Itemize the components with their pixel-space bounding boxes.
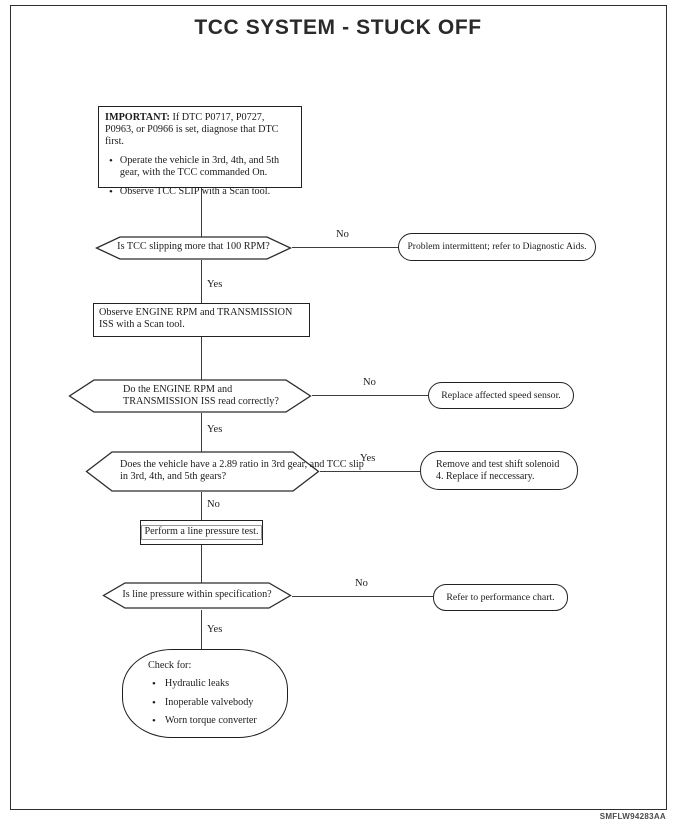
branch-line-q1-no (292, 247, 398, 249)
result-performance-chart-text: Refer to performance chart. (446, 591, 555, 603)
result-performance-chart: Refer to performance chart. (433, 584, 568, 611)
final-bullet-1-text: Hydraulic leaks (164, 678, 230, 689)
result-replace-speed-sensor-text: Replace affected speed sensor. (441, 389, 561, 401)
hexagon-outline (85, 451, 320, 492)
important-bullet-1: Operate the vehicle in 3rd, 4th, and 5th… (109, 155, 295, 179)
decision-rpm-iss-correct: Do the ENGINE RPM and TRANSMISSION ISS r… (68, 379, 312, 413)
decision-line-pressure-spec-text: Is line pressure within specification? (122, 589, 272, 600)
connector-q2-to-q3 (201, 413, 203, 452)
q3-no-label: No (207, 499, 220, 510)
q1-yes-label: Yes (207, 279, 223, 290)
result-test-shift-solenoid: Remove and test shift solenoid 4. Replac… (420, 451, 578, 490)
decision-rpm-iss-correct-text: Do the ENGINE RPM and TRANSMISSION ISS r… (123, 384, 279, 408)
q2-yes-label: Yes (207, 424, 223, 435)
page-title: TCC SYSTEM - STUCK OFF (194, 16, 482, 39)
decision-tcc-slipping-text: Is TCC slipping more that 100 RPM? (117, 241, 270, 252)
q3-yes-label: Yes (360, 453, 376, 464)
branch-line-q2-no (312, 395, 428, 397)
step-observe-engine-rpm: Observe ENGINE RPM and TRANSMISSION ISS … (93, 303, 310, 337)
important-bullet-2-text: Observe TCC SLIP with a Scan tool. (119, 186, 271, 198)
connector-s1-to-q2 (201, 337, 203, 380)
connector-q3-to-s2 (201, 492, 203, 520)
final-bullet-3-text: Worn torque converter (164, 715, 257, 726)
important-note-box: IMPORTANT: If DTC P0717, P0727, P0963, o… (98, 106, 302, 197)
connector-importantbox-to-q1 (201, 188, 203, 237)
connector-q1-to-s1 (201, 260, 203, 303)
final-check-oval: Check for: Hydraulic leaks Inoperable va… (122, 649, 288, 738)
figure-code: SMFLW94283AA (599, 812, 666, 821)
q4-no-label: No (355, 578, 368, 589)
decision-line-pressure-spec: Is line pressure within specification? (102, 582, 292, 609)
branch-line-q3-yes (320, 471, 420, 473)
q4-yes-label: Yes (207, 624, 223, 635)
final-check-heading: Check for: (148, 660, 192, 671)
branch-line-q4-no (292, 596, 433, 598)
decision-289-ratio: Does the vehicle have a 2.89 ratio in 3r… (85, 451, 364, 492)
decision-tcc-slipping: Is TCC slipping more that 100 RPM? (95, 236, 292, 260)
important-bullet-2: Observe TCC SLIP with a Scan tool. (109, 186, 295, 198)
step-line-pressure-test: Perform a line pressure test. (140, 520, 263, 545)
result-replace-speed-sensor: Replace affected speed sensor. (428, 382, 574, 409)
connector-q4-to-final (201, 610, 203, 650)
important-paragraph: IMPORTANT: If DTC P0717, P0727, P0963, o… (105, 112, 295, 148)
final-bullet-1: Hydraulic leaks (152, 678, 287, 690)
result-problem-intermittent: Problem intermittent; refer to Diagnosti… (398, 233, 596, 261)
hexagon-outline (102, 582, 292, 609)
final-bullet-2: Inoperable valvebody (152, 697, 287, 709)
q1-no-label: No (336, 229, 349, 240)
final-bullet-3: Worn torque converter (152, 715, 287, 727)
important-text: If DTC P0717, P0727, P0963, or P0966 is … (105, 112, 279, 148)
result-test-shift-solenoid-text: Remove and test shift solenoid 4. Replac… (436, 458, 560, 482)
hexagon-outline (68, 379, 312, 413)
result-problem-intermittent-text: Problem intermittent; refer to Diagnosti… (407, 241, 587, 253)
step-line-pressure-test-text[interactable]: Perform a line pressure test. (141, 525, 262, 540)
hexagon-outline (95, 236, 292, 260)
important-label: IMPORTANT: (105, 112, 170, 123)
connector-s2-to-q4 (201, 545, 203, 583)
step-observe-engine-rpm-text: Observe ENGINE RPM and TRANSMISSION ISS … (99, 307, 293, 331)
important-bullet-1-text: Operate the vehicle in 3rd, 4th, and 5th… (119, 155, 280, 179)
decision-289-ratio-text: Does the vehicle have a 2.89 ratio in 3r… (120, 459, 364, 483)
q2-no-label: No (363, 377, 376, 388)
final-bullet-2-text: Inoperable valvebody (164, 696, 254, 708)
